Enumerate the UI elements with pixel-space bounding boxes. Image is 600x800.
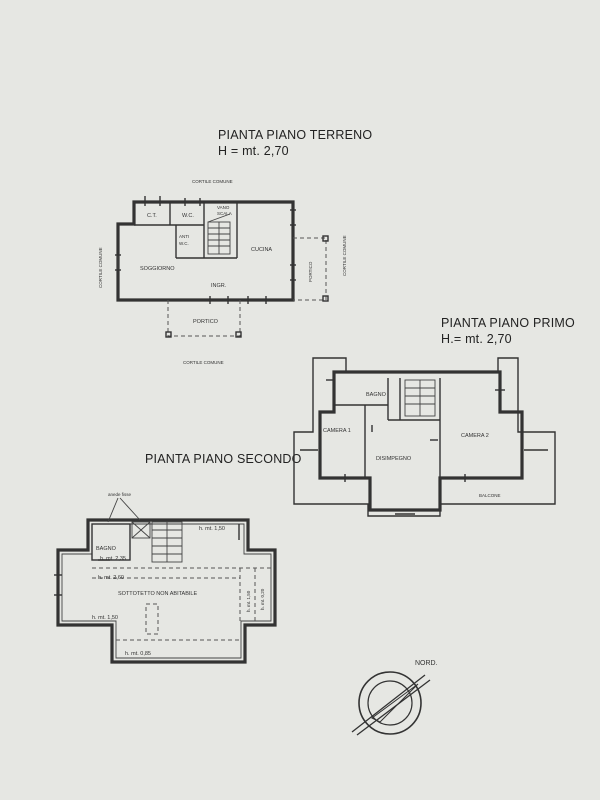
second-floor-title: PIANTA PIANO SECONDO (145, 452, 302, 466)
label-bagno-2f: BAGNO (96, 546, 117, 552)
second-floor-plan (54, 497, 277, 664)
label-h-150-left: h. mt. 1,50 (92, 615, 118, 621)
label-cucina: CUCINA (251, 247, 272, 253)
first-floor-title: PIANTA PIANO PRIMO (441, 316, 575, 330)
label-wc: W.C. (182, 213, 194, 219)
label-antiwc-2: W.C. (179, 241, 189, 246)
label-portico-right: PORTICO (308, 261, 313, 282)
label-h-150-vert: h. mt. 1,50 (246, 590, 251, 612)
first-floor-plan (293, 357, 556, 517)
label-camera2: CAMERA 2 (461, 433, 489, 439)
label-disimpegno: DISIMPEGNO (376, 456, 412, 462)
label-vano-1: VANO (217, 205, 230, 210)
label-ct: C.T. (147, 213, 157, 219)
ground-floor-height: H = mt. 2,70 (218, 144, 289, 158)
label-cortile-right: CORTILE COMUNE (342, 235, 347, 276)
north-compass-icon (351, 671, 431, 736)
first-floor-height: H.= mt. 2,70 (441, 332, 512, 346)
label-camera1: CAMERA 1 (323, 428, 351, 434)
label-balcone: BALCONE (479, 493, 501, 498)
ground-floor-title: PIANTA PIANO TERRENO (218, 128, 373, 142)
label-cortile-top: CORTILE COMUNE (192, 179, 233, 184)
label-h-085: h. mt. 0,85 (125, 651, 151, 657)
label-nord: NORD. (415, 660, 438, 667)
label-anede-fisse: anede fisse (108, 492, 132, 497)
ground-floor-plan (115, 196, 329, 338)
label-ingr: INGR. (211, 283, 227, 289)
label-cortile-bottom: CORTILE COMUNE (183, 360, 224, 365)
label-h-020-vert: h. mt. 0,20 (260, 588, 265, 610)
label-soggiorno: SOGGIORNO (140, 266, 175, 272)
label-h-150-top: h. mt. 1,50 (199, 526, 225, 532)
label-h-260: h. mt. 2,60 (98, 575, 124, 581)
label-sottotetto: SOTTOTETTO NON ABITABILE (118, 591, 197, 597)
label-bagno-1f: BAGNO (366, 392, 387, 398)
label-portico-bottom: PORTICO (193, 319, 219, 325)
label-h-235: h. mt. 2,35 (100, 556, 126, 562)
label-antiwc-1: ANTI (179, 234, 189, 239)
label-cortile-left: CORTILE COMUNE (98, 247, 103, 288)
label-vano-2: SCALA (217, 211, 232, 216)
